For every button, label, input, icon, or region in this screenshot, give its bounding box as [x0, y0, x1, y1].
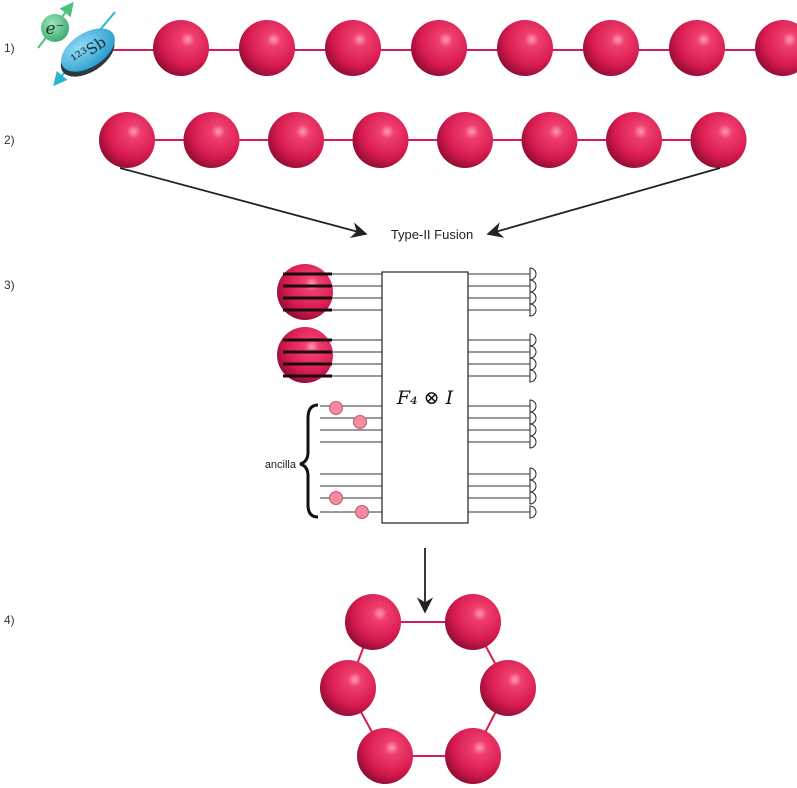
- step-label-1: 1): [4, 41, 15, 55]
- row2-qubit-4: [352, 112, 409, 168]
- ring-qubit-3: [480, 660, 536, 716]
- fusion-circuit: F₄ ⊗ I ancilla: [265, 264, 537, 524]
- detector: [529, 267, 537, 281]
- row1-qubit-1: [153, 20, 209, 76]
- ring-qubit-2: [445, 594, 501, 650]
- ancilla-dot-3: [329, 491, 343, 505]
- detector: [529, 411, 537, 425]
- row1-qubit-8: [755, 20, 797, 76]
- detector: [529, 423, 537, 437]
- ring-qubit-6: [320, 660, 376, 716]
- detector: [529, 279, 537, 293]
- row1-qubit-5-body: [497, 20, 553, 76]
- row2-chain: [99, 112, 747, 168]
- fusion-arrow-right: [486, 167, 721, 238]
- row2-qubit-7-body: [606, 112, 662, 168]
- detector: [529, 303, 537, 317]
- ancilla-dots: [329, 401, 369, 519]
- ring-qubit-6-body: [320, 660, 376, 716]
- detector: [529, 467, 537, 481]
- detector: [529, 505, 537, 519]
- ring-qubit-1: [345, 594, 401, 650]
- step-label-3: 3): [4, 278, 15, 292]
- gate-box: [381, 271, 469, 524]
- ring-qubit-2-body: [445, 594, 501, 650]
- electron-circle: [41, 14, 69, 42]
- fusion-arrow-left: [119, 167, 368, 239]
- circuit-wires: [318, 273, 530, 513]
- ancilla-dot-2: [353, 415, 367, 429]
- fusion-label: Type-II Fusion: [391, 227, 473, 242]
- row2-qubit-1-body: [99, 112, 155, 168]
- row2-qubit-5: [437, 112, 493, 168]
- row1-qubit-3-body: [325, 20, 381, 76]
- detector: [529, 479, 537, 493]
- photon-qubits: [277, 264, 333, 383]
- photon-qubit-1-body: [277, 264, 333, 320]
- step-label-4: 4): [4, 613, 15, 627]
- ring-qubit-5-body: [357, 728, 413, 784]
- row2-qubit-7: [606, 112, 662, 168]
- detector: [529, 333, 537, 347]
- gate-label: F₄ ⊗ I: [396, 387, 454, 409]
- row1-qubit-4: [411, 20, 467, 76]
- row1-qubit-6-body: [583, 20, 639, 76]
- ring-cluster: [320, 594, 536, 784]
- ancilla-label: ancilla: [265, 459, 297, 471]
- spin-source: ¹²³Sb e⁻: [37, 1, 116, 87]
- step-label-2: 2): [4, 133, 15, 147]
- row1-qubit-3: [325, 20, 381, 76]
- row1-qubit-2: [239, 20, 295, 76]
- detector: [529, 491, 537, 505]
- detector: [529, 435, 537, 449]
- ring-qubit-1-body: [345, 594, 401, 650]
- row2-qubit-8: [690, 112, 747, 168]
- row2-qubit-6-body: [521, 112, 578, 168]
- ring-qubit-4: [445, 728, 501, 784]
- row1-qubit-8-body: [755, 20, 797, 76]
- row2-qubit-3: [268, 112, 324, 168]
- ancilla-dot-1: [329, 401, 343, 415]
- row2-qubit-3-body: [268, 112, 324, 168]
- electron-label: e⁻: [45, 19, 64, 39]
- row2-qubit-6: [521, 112, 578, 168]
- row2-qubit-4-body: [352, 112, 409, 168]
- row2-qubit-1: [99, 112, 155, 168]
- row1-qubit-1-body: [153, 20, 209, 76]
- row2-qubit-5-body: [437, 112, 493, 168]
- detector: [529, 345, 537, 359]
- row1-qubit-7-body: [669, 20, 725, 76]
- row2-qubit-2: [183, 112, 240, 168]
- ring-qubit-4-body: [445, 728, 501, 784]
- row1-qubit-7: [669, 20, 725, 76]
- ancilla-dot-4: [355, 505, 369, 519]
- detector: [529, 357, 537, 371]
- row1-qubit-5: [497, 20, 553, 76]
- photon-qubit-2: [277, 327, 333, 383]
- detectors: [529, 267, 537, 519]
- ring-qubit-5: [357, 728, 413, 784]
- row1-qubit-2-body: [239, 20, 295, 76]
- detector: [529, 399, 537, 413]
- nucleus-ellipse: ¹²³Sb: [60, 28, 115, 77]
- row1-qubit-4-body: [411, 20, 467, 76]
- row2-qubit-8-body: [690, 112, 747, 168]
- row2-qubit-2-body: [183, 112, 240, 168]
- detector: [529, 369, 537, 383]
- photon-qubit-1: [277, 264, 333, 320]
- row1-chain: [110, 20, 797, 76]
- detector: [529, 291, 537, 305]
- ring-qubit-3-body: [480, 660, 536, 716]
- ancilla-brace: [299, 403, 319, 519]
- row1-qubit-6: [583, 20, 639, 76]
